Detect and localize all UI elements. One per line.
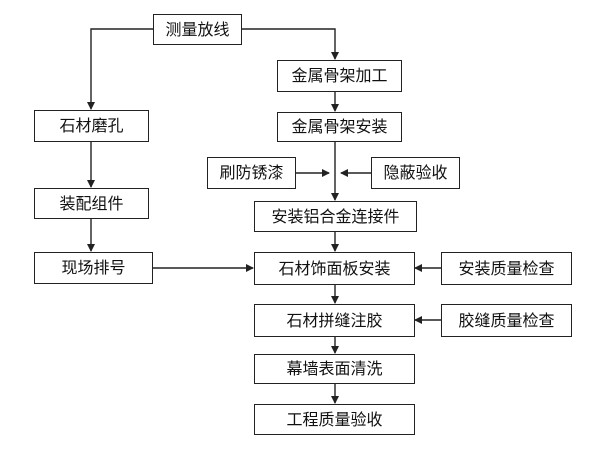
arrow-survey-to-stone-drilling <box>87 28 153 110</box>
node-frame-install: 金属骨架安装 <box>277 112 402 142</box>
node-site-numbering: 现场排号 <box>34 252 153 284</box>
node-survey: 测量放线 <box>153 14 242 45</box>
node-joint-sealing: 石材拼缝注胶 <box>254 304 415 337</box>
node-project-acceptance: 工程质量验收 <box>254 404 415 435</box>
node-frame-processing: 金属骨架加工 <box>277 60 402 92</box>
arrow-survey-to-frame-processing <box>242 28 339 60</box>
node-assembly: 装配组件 <box>34 188 149 219</box>
node-stone-drilling: 石材磨孔 <box>34 110 149 142</box>
node-rust-paint: 刷防锈漆 <box>207 157 296 189</box>
node-install-quality-check: 安装质量检查 <box>441 252 572 285</box>
node-concealed-acceptance: 隐蔽验收 <box>371 157 460 189</box>
node-stone-panel-install: 石材饰面板安装 <box>254 252 415 285</box>
node-curtain-wall-cleaning: 幕墙表面清洗 <box>254 354 415 384</box>
node-sealant-quality-check: 胶缝质量检查 <box>441 304 572 337</box>
node-aluminum-connector: 安装铝合金连接件 <box>254 201 417 232</box>
